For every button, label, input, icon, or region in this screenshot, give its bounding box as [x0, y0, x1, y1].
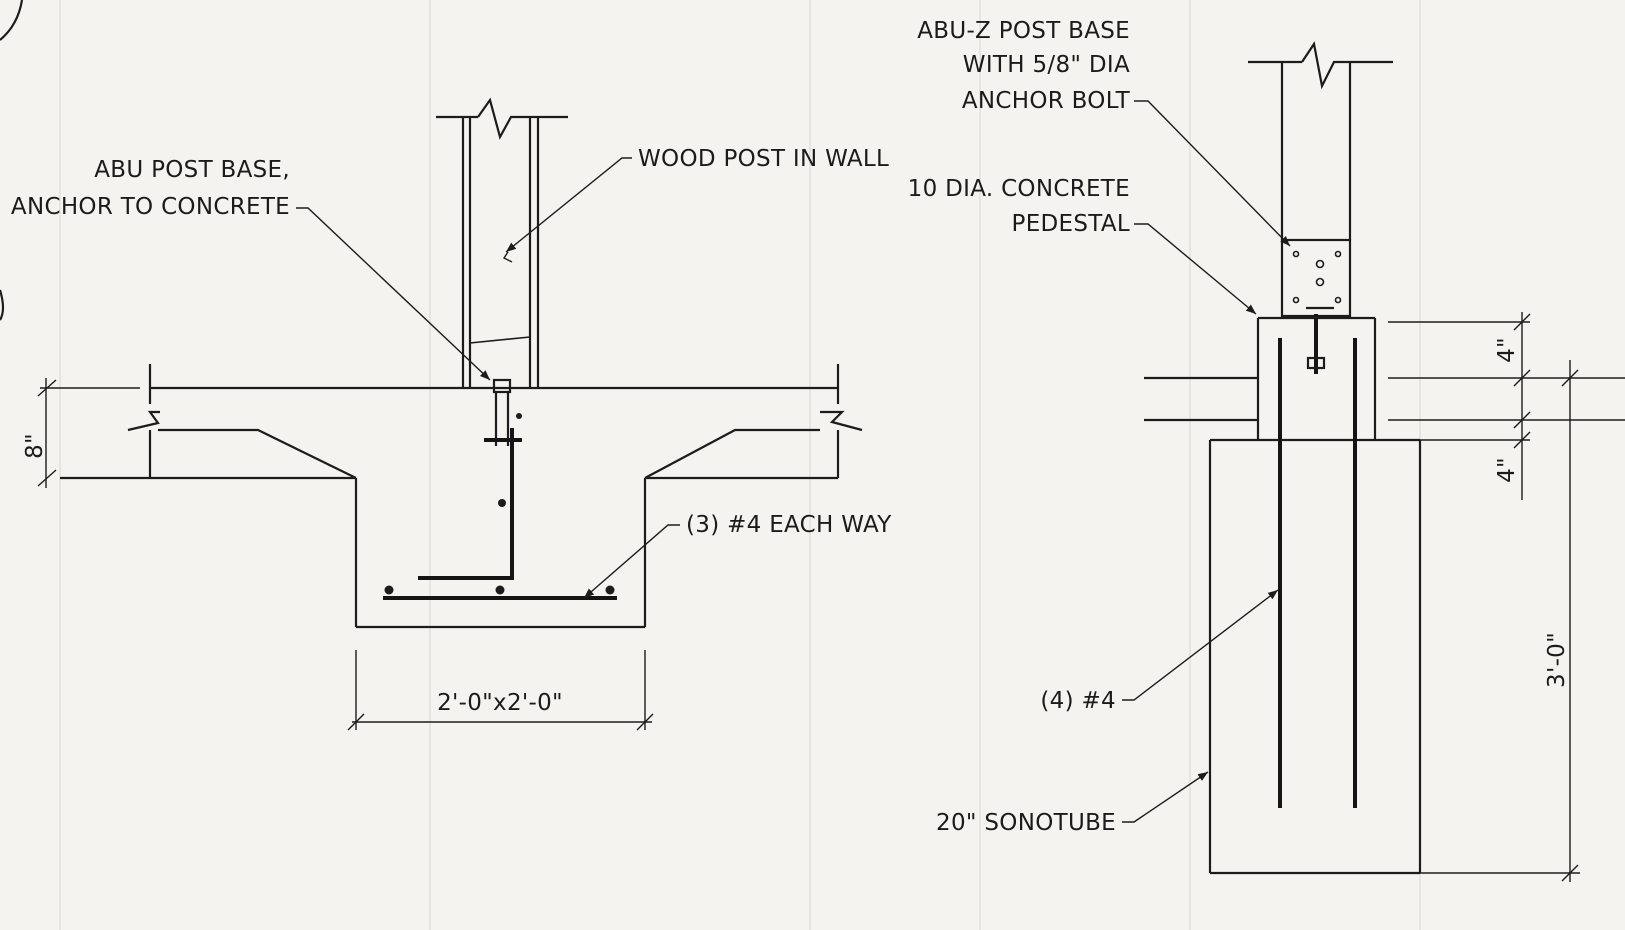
abu-z-post-base	[1280, 238, 1352, 374]
post-base-leader	[296, 207, 491, 381]
slab-thickness-dimension: 8"	[22, 378, 140, 488]
concrete-slab	[60, 364, 863, 480]
upper-dimension-text: 4"	[1494, 337, 1520, 363]
abu-post-base	[484, 378, 522, 446]
concrete-pedestal	[1144, 316, 1377, 440]
pedestal-label-line2: PEDESTAL	[1012, 211, 1130, 237]
footing-rebar	[383, 428, 617, 600]
depth-dimension-text: 3'-0"	[1544, 632, 1570, 688]
right-pedestal-detail: 4" 4" 3'-0" ABU-Z POST BASE WITH 5/8" DI…	[908, 18, 1625, 882]
rebar-leader	[583, 524, 680, 599]
wood-post-leader	[505, 157, 632, 253]
callout-tick	[0, 289, 5, 321]
left-rebar-label: (3) #4 EACH WAY	[686, 512, 892, 538]
abu-z-label-line2: WITH 5/8" DIA	[963, 52, 1130, 78]
sonotube-label: 20" SONOTUBE	[936, 810, 1116, 836]
footing-width-dimension: 2'-0"x2'-0"	[347, 650, 654, 731]
footing-dimension-text: 2'-0"x2'-0"	[437, 690, 563, 716]
pedestal-leader	[1134, 223, 1257, 315]
abu-post-base-label-line1: ABU POST BASE,	[94, 157, 290, 183]
pedestal-label-line1: 10 DIA. CONCRETE	[908, 176, 1130, 202]
right-post	[1248, 41, 1393, 240]
lower-dimension-text: 4"	[1494, 457, 1520, 483]
left-footing-detail: 8" 2'-0"x2'-0" ABU POST BASE, ANCHOR TO …	[11, 97, 892, 731]
wood-post	[436, 97, 568, 388]
sonotube	[1208, 438, 1422, 875]
pedestal-rebar	[1278, 338, 1357, 808]
abu-post-base-label-line2: ANCHOR TO CONCRETE	[11, 194, 290, 220]
right-rebar-leader	[1122, 589, 1279, 701]
concrete-footing	[354, 478, 647, 629]
right-dimensions: 4" 4" 3'-0"	[1388, 312, 1625, 882]
detail-callout-circle	[0, 0, 24, 41]
wood-post-label: WOOD POST IN WALL	[638, 146, 889, 172]
abu-z-label-line3: ANCHOR BOLT	[962, 88, 1131, 114]
wood-post-leader-tick	[502, 251, 513, 263]
background-grid	[59, 0, 1421, 930]
abu-z-label-line1: ABU-Z POST BASE	[917, 18, 1130, 44]
abu-z-leader	[1134, 100, 1291, 247]
sonotube-leader	[1122, 771, 1209, 823]
right-rebar-label: (4) #4	[1040, 688, 1116, 714]
slab-dimension-text: 8"	[22, 433, 48, 459]
